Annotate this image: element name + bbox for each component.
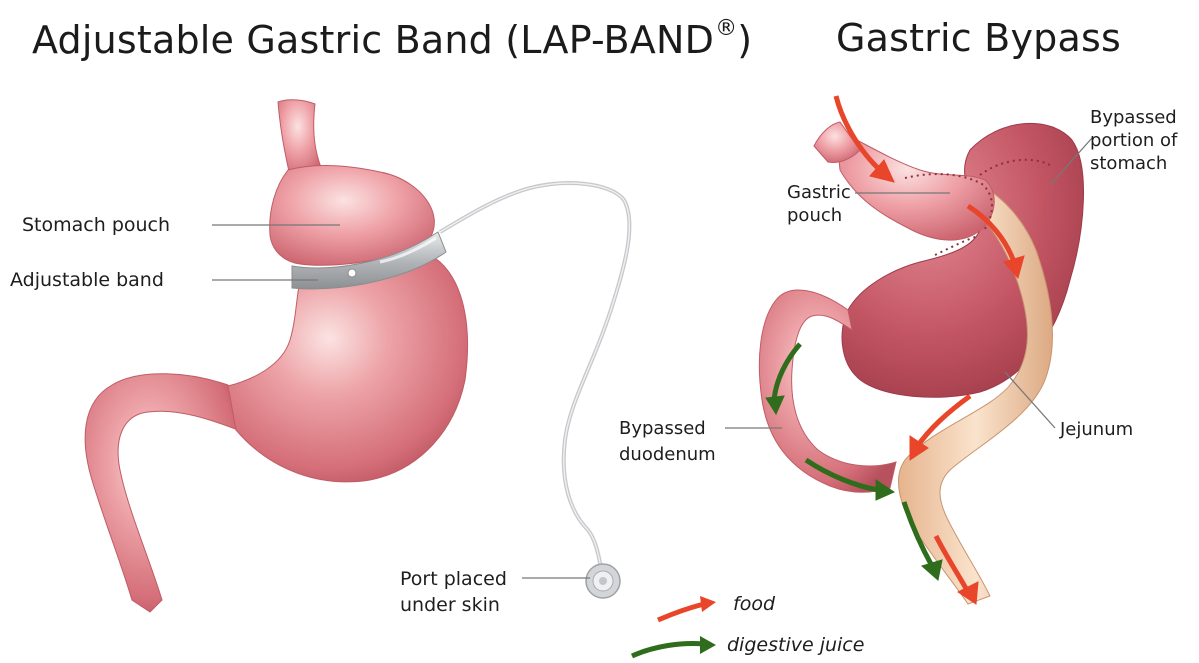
legend-juice-arrow-head [700,636,716,654]
label-bypassed-stomach: Bypassed portion of stomach [1090,106,1177,175]
label-port: Port placed under skin [400,566,507,618]
legend-juice-label: digestive juice [727,634,864,656]
label-bypassed-duodenum: Bypassed duodenum [619,416,716,468]
label-gastric-pouch: Gastric pouch [787,181,851,227]
label-bypassed-duodenum-line2: duodenum [619,442,716,468]
label-adjustable-band: Adjustable band [10,268,164,292]
label-jejunum: Jejunum [1060,418,1133,441]
legend-food-label: food [733,593,775,615]
esophagus [278,100,322,176]
banded-stomach [85,100,629,612]
juice-arrow-3-head [922,560,942,580]
legend-food-arrow [658,604,704,620]
label-port-line1: Port placed [400,566,507,592]
label-stomach-pouch: Stomach pouch [22,213,170,237]
legend-arrows [632,596,716,656]
label-gastric-pouch-line1: Gastric [787,181,851,204]
legend-juice-arrow [632,644,704,657]
label-bypassed-stomach-line2: portion of [1090,129,1177,152]
label-bypassed-duodenum-line1: Bypassed [619,416,716,442]
legend-food-arrow-head [700,596,716,612]
label-bypassed-stomach-line3: stomach [1090,152,1177,175]
label-bypassed-stomach-line1: Bypassed [1090,106,1177,129]
duodenum-tube [85,374,238,612]
band-tubing-highlight [440,183,629,576]
access-port [586,564,620,598]
label-gastric-pouch-line2: pouch [787,204,851,227]
band-buckle [348,269,356,277]
band-tubing [440,183,629,576]
bypass-anatomy [759,96,1083,604]
label-port-line2: under skin [400,592,507,618]
